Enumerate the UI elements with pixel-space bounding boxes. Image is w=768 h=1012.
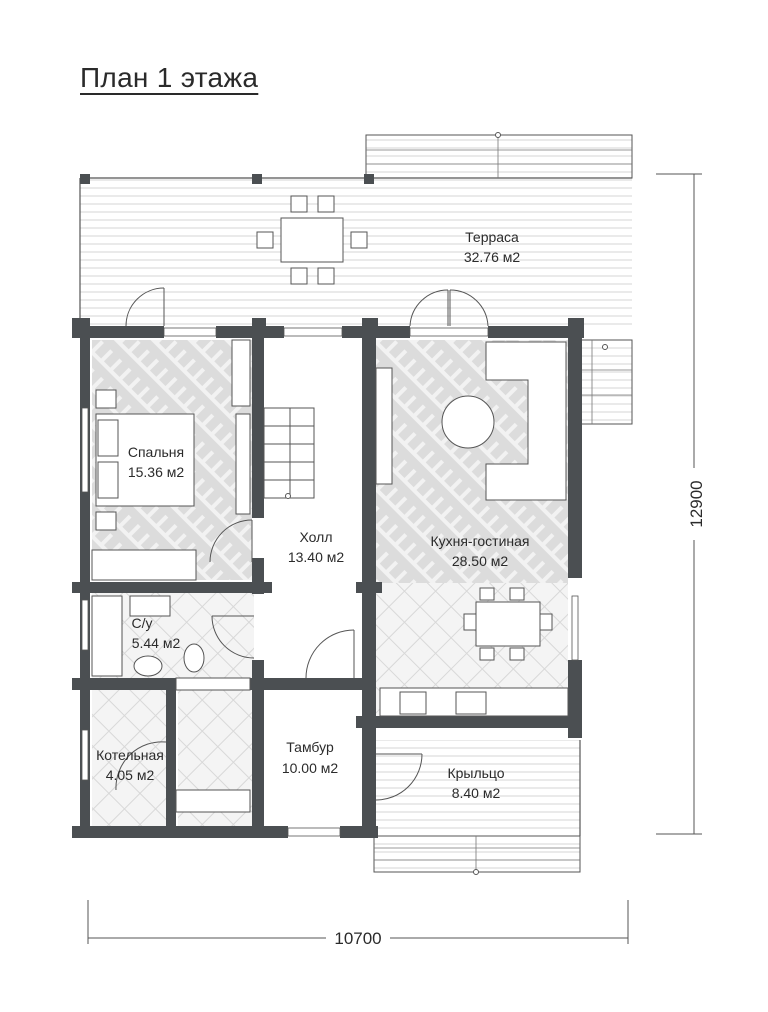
porch-name: Крыльцо: [447, 765, 504, 781]
hall-name: Холл: [300, 529, 333, 545]
porch-deck: [373, 740, 581, 875]
bedroom-furniture: [91, 339, 251, 581]
porch-area: 8.40 м2: [452, 785, 501, 801]
bathroom-fixtures: [91, 595, 251, 813]
room-labels: Терраса 32.76 м2 Спальня 15.36 м2 Холл 1…: [96, 229, 529, 801]
height-dimension: 12900: [687, 480, 706, 527]
bathroom-area: 5.44 м2: [132, 635, 181, 651]
kitchen-area: 28.50 м2: [452, 553, 509, 569]
kitchen-name: Кухня-гостиная: [430, 533, 529, 549]
width-dimension: 10700: [334, 929, 381, 948]
bathroom-name: С/у: [132, 615, 153, 631]
bedroom-area: 15.36 м2: [128, 464, 185, 480]
openings: [81, 327, 579, 837]
terrace-deck: [79, 132, 633, 425]
vestibule-name: Тамбур: [286, 739, 334, 755]
doors: [115, 287, 489, 801]
kitchen-furniture: [375, 341, 569, 717]
boiler-floor: [92, 690, 170, 826]
terrace-name: Терраса: [465, 229, 519, 245]
stairs: [263, 407, 315, 499]
boiler-name: Котельная: [96, 747, 164, 763]
plan-title: План 1 этажа: [80, 62, 259, 93]
boiler-area: 4.05 м2: [106, 767, 155, 783]
vestibule-area: 10.00 м2: [282, 760, 339, 776]
terrace-area: 32.76 м2: [464, 249, 521, 265]
terrace-dining-set: [256, 195, 368, 285]
bedroom-name: Спальня: [128, 444, 184, 460]
hall-area: 13.40 м2: [288, 549, 345, 565]
